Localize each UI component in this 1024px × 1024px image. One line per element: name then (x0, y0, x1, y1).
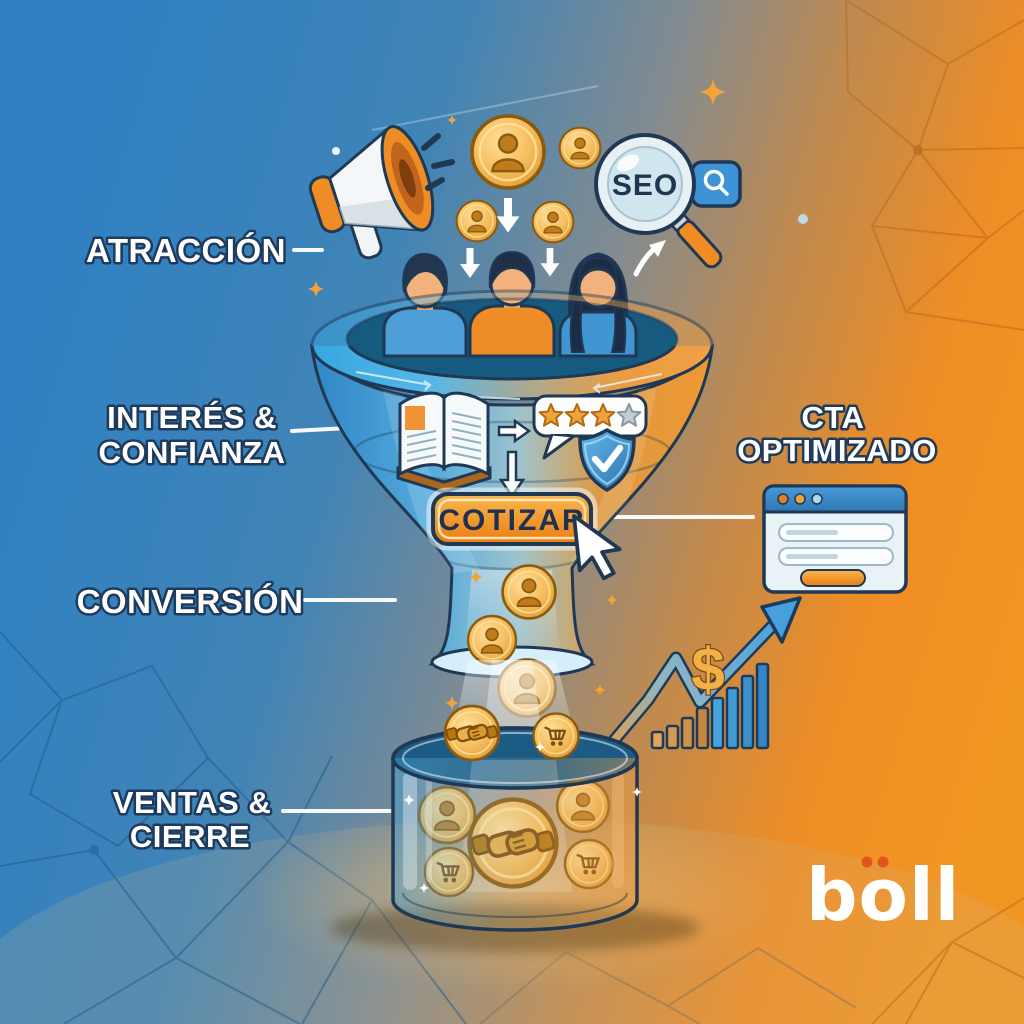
form-placeholder (786, 554, 838, 559)
cart-coin-icon (532, 712, 580, 760)
growth-bar (725, 686, 740, 750)
label-interes-2: CONFIANZA (98, 435, 285, 470)
star-filled-icon (590, 403, 616, 427)
growth-bar (680, 716, 695, 750)
user-coin-icon (558, 126, 602, 170)
person-left (382, 252, 468, 358)
connector-interes (290, 426, 350, 433)
growth-chart: $ (589, 596, 802, 769)
cotizar-label: COTIZAR (438, 504, 585, 537)
mesh-top-right (845, 0, 1024, 331)
book-icon (396, 391, 492, 494)
rating-stars-icon (532, 394, 648, 460)
handshake-coin-icon (443, 704, 501, 762)
growth-bar (665, 724, 680, 750)
browser-dot (811, 493, 823, 505)
label-interes-1: INTERÉS & (107, 400, 277, 435)
growth-bar (740, 674, 755, 750)
logo-umlaut-dot (877, 856, 889, 868)
star-empty-icon (616, 403, 642, 427)
user-coin-icon (455, 199, 499, 243)
user-coin-icon (466, 614, 518, 666)
label-conversion: CONVERSIÓN (77, 583, 304, 620)
bucket-glass (393, 758, 637, 930)
form-submit-button (800, 569, 866, 587)
user-coin-icon (470, 114, 546, 190)
user-coin-icon (531, 200, 575, 244)
decor-dot (332, 147, 340, 155)
mesh-bottom-right (871, 897, 1024, 1024)
cursor-icon (572, 514, 622, 581)
logo-umlaut-dot (861, 856, 873, 868)
megaphone-icon (308, 125, 455, 260)
shield-check-icon (578, 427, 636, 493)
growth-bar (695, 706, 710, 750)
label-ventas-1: VENTAS & (113, 785, 271, 820)
label-cta-2: OPTIMIZADO (737, 433, 937, 468)
seo-search-button (690, 160, 742, 208)
browser-dot (777, 493, 789, 505)
seo-badge-text: SEO (612, 169, 678, 202)
cotizar-button: COTIZAR (426, 487, 598, 551)
star-filled-icon (564, 403, 590, 427)
bar-chart-icon (650, 662, 770, 750)
brand-logo: boll (806, 853, 959, 937)
form-placeholder (786, 530, 838, 535)
label-atraccion: ATRACCIÓN (86, 232, 286, 269)
bucket-icon (391, 704, 642, 932)
browser-titlebar (762, 484, 908, 514)
decor-dot (798, 214, 808, 224)
label-ventas-2: CIERRE (130, 819, 250, 854)
browser-form-icon (762, 484, 908, 594)
growth-bar (710, 696, 725, 750)
seo-magnifier-icon: SEO (594, 133, 742, 277)
curved-arrow-icon (633, 240, 666, 277)
label-cta-1: CTA (802, 400, 865, 435)
right-arrow-icon (497, 418, 532, 444)
growth-bar (755, 662, 770, 750)
funnel-rim-front (310, 346, 714, 401)
dollar-icon: $ (691, 636, 724, 703)
sound-waves-icon (421, 133, 455, 191)
star-filled-icon (538, 403, 564, 427)
trend-arrow-icon (592, 614, 784, 766)
browser-dot (794, 493, 806, 505)
user-coin-icon (501, 564, 557, 620)
growth-bar (650, 730, 665, 750)
person-right (558, 252, 638, 358)
search-icon (703, 169, 729, 196)
